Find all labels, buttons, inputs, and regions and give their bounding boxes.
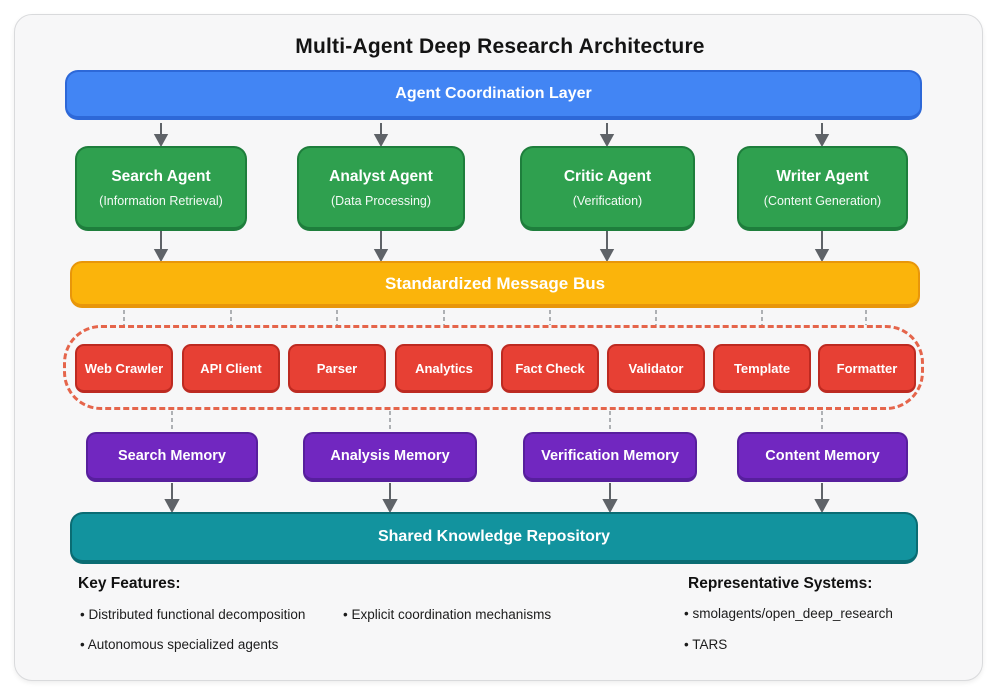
memory-label: Content Memory [765,448,880,464]
search-agent-node: Search Agent (Information Retrieval) [75,146,247,231]
analyst-agent-node: Analyst Agent (Data Processing) [297,146,465,231]
analysis-memory-node: Analysis Memory [303,432,477,482]
key-feature-item: • Explicit coordination mechanisms [343,607,552,622]
memory-label: Analysis Memory [330,448,450,464]
writer-agent-node: Writer Agent (Content Generation) [737,146,908,231]
agent-name: Analyst Agent [329,167,433,185]
memory-label: Search Memory [118,448,226,464]
knowledge-repository-label: Shared Knowledge Repository [377,528,611,545]
content-memory-node: Content Memory [737,432,908,482]
diagram-title: Multi-Agent Deep Research Architecture [295,35,705,58]
parser-node: Parser [288,344,386,393]
representative-systems-heading: Representative Systems: [688,575,873,592]
knowledge-repository-node: Shared Knowledge Repository [70,512,918,564]
api-client-node: API Client [182,344,280,393]
fact-check-node: Fact Check [501,344,599,393]
message-bus-label: Standardized Message Bus [384,273,606,293]
tool-label: Fact Check [515,360,585,376]
tool-label: Web Crawler [84,360,164,376]
tool-label: Formatter [836,360,898,376]
representative-system-item: • TARS [684,637,728,652]
key-feature-item: • Autonomous specialized agents [80,637,279,652]
tool-label: API Client [200,360,262,376]
search-memory-node: Search Memory [86,432,258,482]
key-features-heading: Key Features: [78,575,181,592]
analytics-node: Analytics [395,344,493,393]
agent-role: (Data Processing) [330,193,432,208]
representative-system-item: • smolagents/open_deep_research [684,606,893,621]
tool-label: Template [733,360,791,376]
coordination-layer-node: Agent Coordination Layer [65,70,922,120]
verification-memory-node: Verification Memory [523,432,697,482]
message-bus-node: Standardized Message Bus [70,261,920,308]
agent-name: Critic Agent [563,167,652,185]
tool-group-container [63,325,924,410]
agent-role: (Content Generation) [763,193,882,208]
tool-label: Parser [316,360,358,376]
tool-label: Validator [628,360,684,376]
validator-node: Validator [607,344,705,393]
critic-agent-node: Critic Agent (Verification) [520,146,695,231]
agent-role: (Verification) [572,193,643,208]
template-node: Template [713,344,811,393]
key-feature-item: • Distributed functional decomposition [80,607,306,622]
tool-label: Analytics [415,360,473,376]
memory-label: Verification Memory [541,448,679,464]
web-crawler-node: Web Crawler [75,344,173,393]
agent-name: Writer Agent [776,167,869,185]
coordination-layer-label: Agent Coordination Layer [395,85,592,102]
formatter-node: Formatter [818,344,916,393]
agent-name: Search Agent [111,167,211,185]
agent-role: (Information Retrieval) [99,193,223,208]
